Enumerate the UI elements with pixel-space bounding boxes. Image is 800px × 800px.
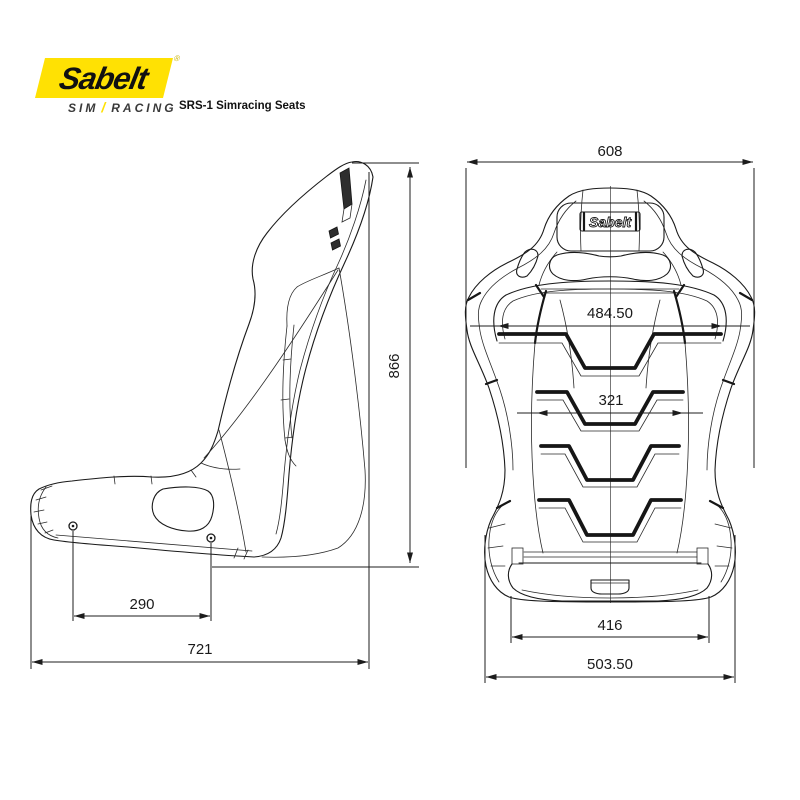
product-title: SRS-1 Simracing Seats (179, 100, 306, 112)
dim-bottom-width: 503.50 (587, 656, 633, 673)
headrest-plate (556, 202, 665, 252)
dim-base-width: 416 (597, 617, 622, 634)
front-shell-lines (477, 200, 743, 554)
dim-inner-width: 321 (598, 392, 623, 409)
side-mount-recess (151, 486, 215, 532)
side-view-dimensions: 866 290 721 (30, 162, 419, 669)
front-view-dimensions: 608 484.50 321 416 503.50 (465, 143, 755, 683)
side-seat-outline (30, 161, 374, 558)
dim-shoulder-width: 484.50 (587, 305, 633, 322)
sim-label: SIM (68, 101, 99, 115)
side-bolsters (487, 499, 733, 583)
headrest-logo-box (579, 211, 641, 232)
front-view-drawing: Sabelt (464, 186, 756, 603)
slash-separator: / (101, 99, 109, 115)
base-center-tab (590, 579, 630, 595)
shoulder-strap-slots (516, 248, 704, 278)
side-shell-lines (33, 179, 367, 560)
seat-base (507, 547, 713, 602)
handle-cutout (548, 251, 672, 282)
dim-height: 866 (386, 353, 403, 378)
harness-belt-slots (497, 332, 723, 543)
side-mounting-holes (68, 521, 216, 543)
dim-seat-depth: 721 (187, 641, 212, 658)
dim-hole-spacing: 290 (129, 596, 154, 613)
sim-racing-label: SIM/RACING (68, 99, 177, 115)
dim-top-width: 608 (597, 143, 622, 160)
shoulder-opening-rim (493, 280, 727, 345)
side-headrest-plate (339, 167, 353, 210)
headrest-logo-text: Sabelt (589, 214, 632, 230)
side-harness-slot-marks (328, 226, 341, 251)
side-view-drawing (30, 161, 374, 560)
front-seat-outline (464, 187, 756, 603)
racing-label: RACING (111, 101, 177, 115)
